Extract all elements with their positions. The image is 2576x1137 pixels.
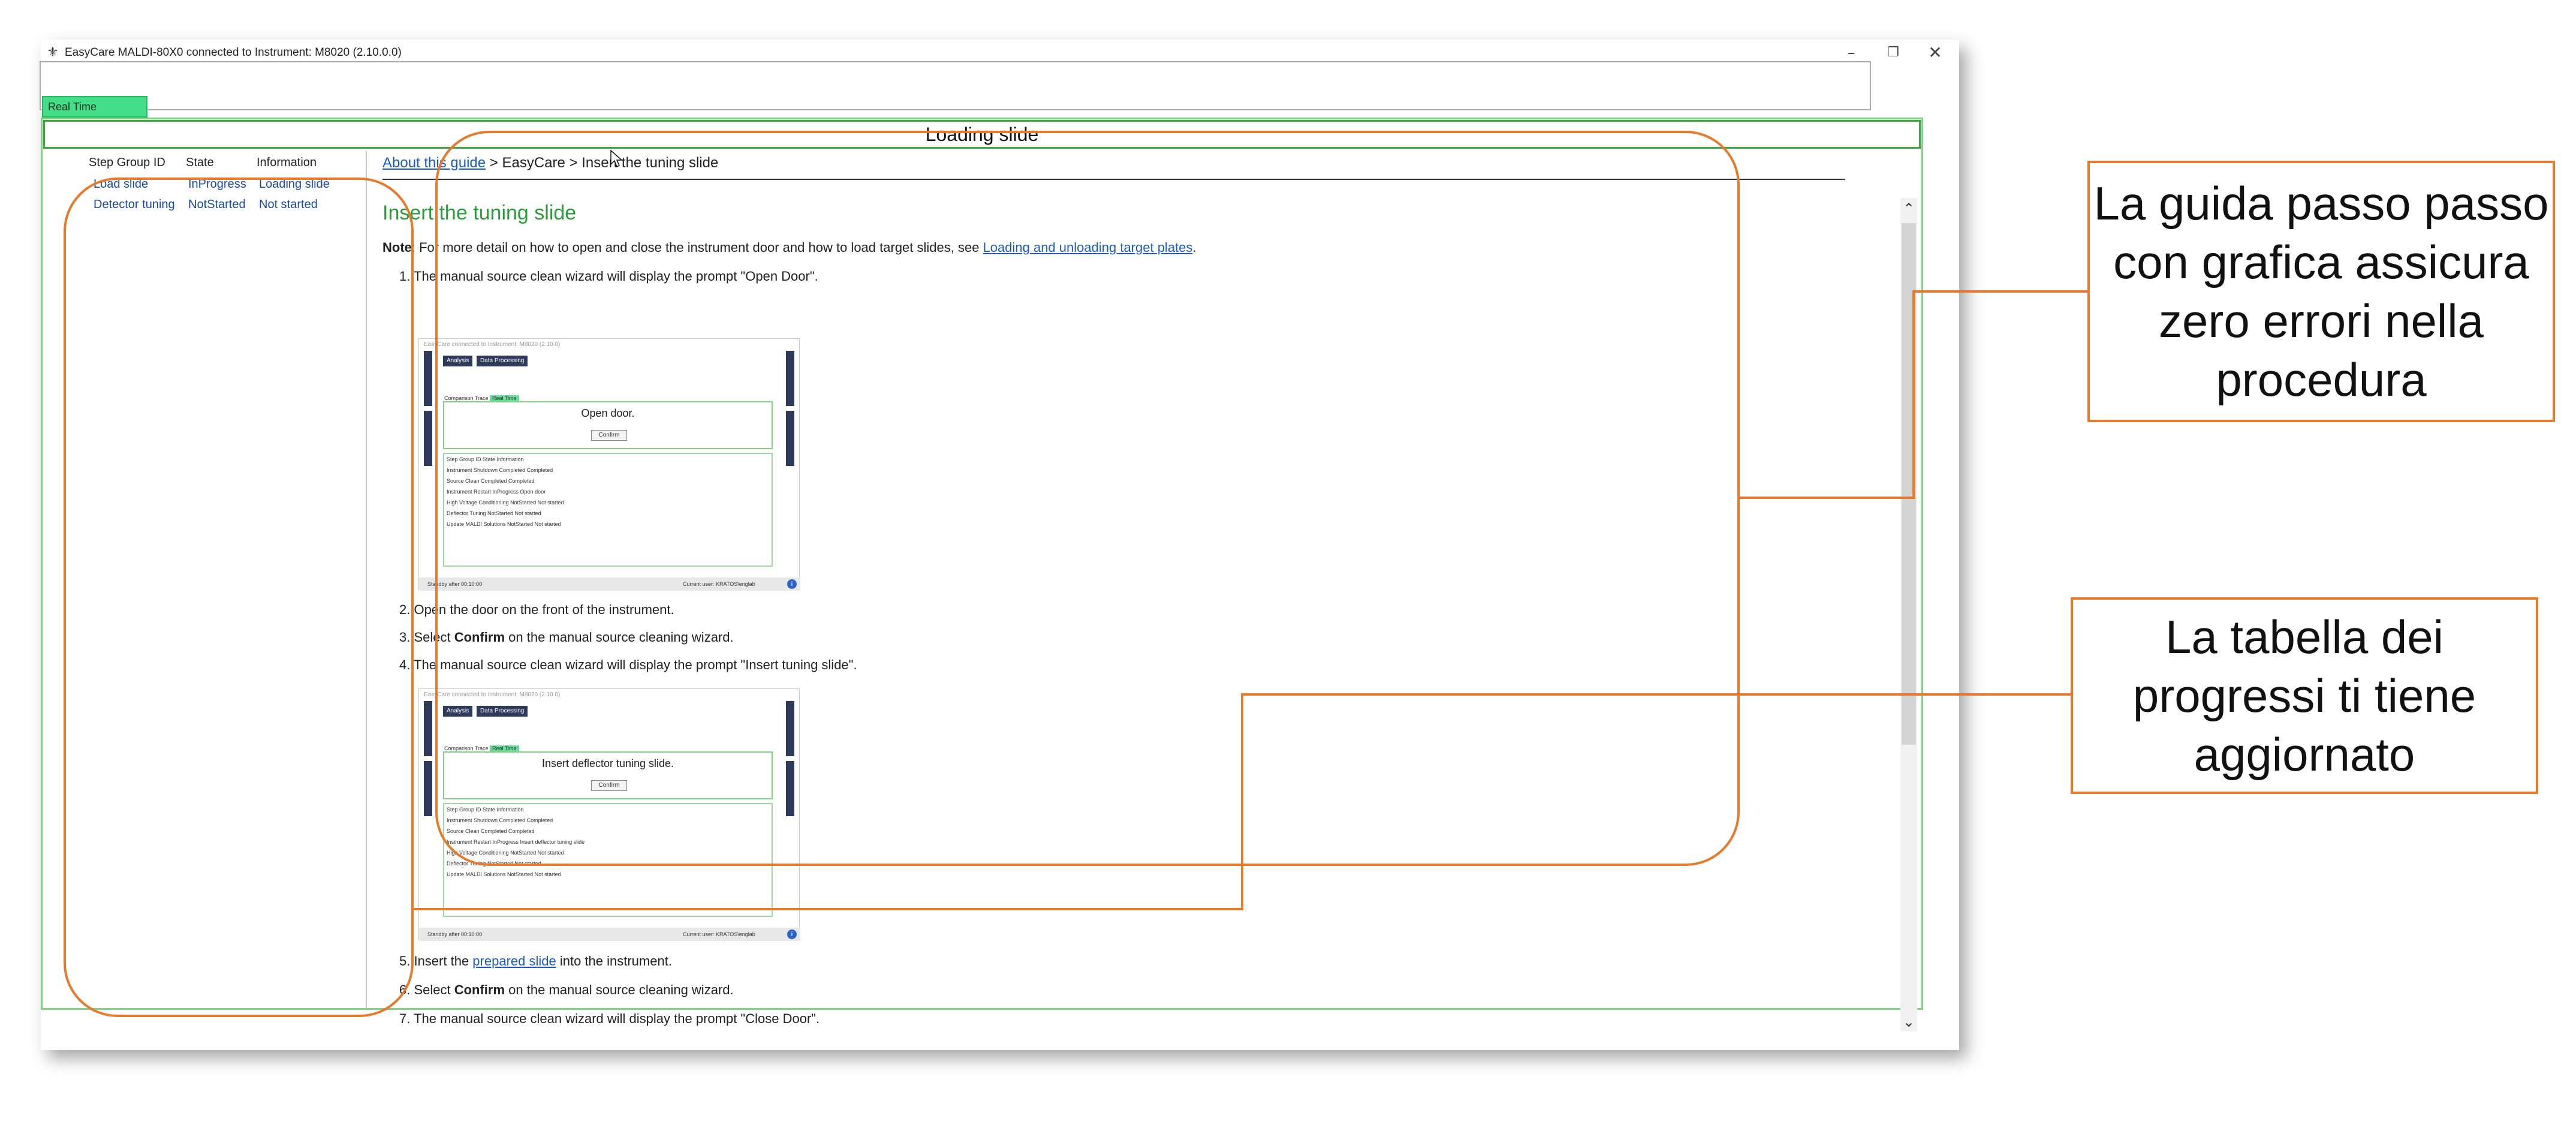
mini-current-user: Current user: KRATOS\englab: [683, 581, 755, 587]
mini-table-row: Instrument Shutdown Completed Completed: [447, 467, 553, 473]
callout-progress-text: La tabella dei progressi ti tiene aggior…: [2132, 610, 2476, 781]
step-2: 2. Open the door on the front of the ins…: [399, 602, 674, 617]
callout-progress-table: La tabella dei progressi ti tiene aggior…: [2071, 597, 2538, 794]
mini-status-bar: Standby after 00:10:00 Current user: KRA…: [419, 577, 800, 591]
mini-progress-table: Step Group ID State Information Instrume…: [443, 453, 773, 567]
table-row-info: Not started: [259, 198, 318, 211]
title-bar: ⚜ EasyCare MALDI-80X0 connected to Instr…: [41, 40, 1959, 66]
callout-guide-text: La guida passo passo con grafica assicur…: [2093, 177, 2549, 406]
column-header-state: State: [186, 156, 214, 169]
prepared-slide-link[interactable]: prepared slide: [472, 953, 556, 968]
scrollbar-thumb[interactable]: [1902, 223, 1916, 745]
step-5-text-end: into the instrument.: [556, 953, 672, 968]
highlight-progress-table: [64, 178, 414, 1017]
note-label: Note: [382, 240, 412, 255]
mini-current-user: Current user: KRATOS\englab: [683, 931, 755, 937]
note-paragraph: Note: For more detail on how to open and…: [382, 240, 1197, 255]
mini-standby-text: Standby after 00:10:00: [427, 931, 483, 937]
column-header-step-group-id: Step Group ID: [89, 156, 165, 169]
note-text: : For more detail on how to open and clo…: [411, 240, 983, 255]
mini-side-tab: [424, 411, 432, 466]
mini-side-tab: [424, 761, 432, 816]
mini-table-row: Deflector Tuning NotStarted Not started: [447, 510, 541, 516]
mini-tabs: Comparison Trace Real Time: [444, 395, 519, 401]
step-header-bar: Loading slide: [43, 120, 1921, 149]
note-link-loading-plates[interactable]: Loading and unloading target plates: [983, 240, 1193, 255]
mini-window-title: EasyCare connected to Instrument: M8020 …: [424, 341, 561, 348]
app-logo-icon: ⚜: [47, 45, 59, 60]
mini-side-tab: [786, 351, 794, 406]
minimize-button[interactable]: –: [1847, 44, 1855, 62]
toolbar-area: [40, 61, 1871, 110]
step-7: 7. The manual source clean wizard will d…: [399, 1011, 820, 1026]
mini-table-row: Source Clean Completed Completed: [447, 478, 535, 484]
mini-prompt-box: Open door. Confirm: [443, 401, 773, 449]
info-icon: i: [787, 579, 797, 589]
mini-confirm-button: Confirm: [591, 430, 627, 441]
mini-table-row: High Voltage Conditioning NotStarted Not…: [447, 500, 564, 506]
close-button[interactable]: ✕: [1928, 43, 1942, 62]
column-header-information: Information: [257, 156, 317, 169]
step-3-confirm: Confirm: [454, 630, 505, 645]
breadcrumb-path: > EasyCare > Insert the tuning slide: [486, 155, 719, 171]
table-row-state: NotStarted: [188, 198, 246, 211]
scroll-up-icon[interactable]: ⌃: [1902, 200, 1915, 217]
step-4: 4. The manual source clean wizard will d…: [399, 657, 857, 672]
mini-standby-text: Standby after 00:10:00: [427, 581, 483, 587]
divider: [382, 179, 1845, 180]
mini-table-header: Step Group ID State Information: [447, 456, 524, 462]
mini-side-tab: [786, 411, 794, 466]
mini-tab-real-time: Real Time: [490, 395, 519, 401]
mini-analysis-button: Analysis: [443, 356, 473, 366]
screenshot-open-door: EasyCare connected to Instrument: M8020 …: [418, 338, 800, 591]
step-1: 1. The manual source clean wizard will d…: [399, 269, 818, 284]
note-end: .: [1192, 240, 1197, 255]
step-5: 5. Insert the prepared slide into the in…: [399, 953, 672, 969]
step-6-text-end: on the manual source cleaning wizard.: [505, 982, 734, 997]
table-row-state: InProgress: [188, 178, 246, 191]
maximize-button[interactable]: ❐: [1887, 45, 1899, 60]
mini-side-tab: [424, 351, 432, 406]
mini-table-row: Update MALDI Solutions NotStarted Not st…: [447, 521, 561, 527]
step-6-confirm: Confirm: [454, 982, 505, 997]
mini-tabs-prefix: Comparison Trace: [444, 395, 490, 401]
scroll-down-icon[interactable]: ⌄: [1902, 1013, 1915, 1030]
callout-guide: La guida passo passo con grafica assicur…: [2087, 161, 2555, 422]
table-row-info: Loading slide: [259, 178, 330, 191]
info-icon: i: [787, 930, 797, 939]
section-title: Insert the tuning slide: [382, 201, 577, 224]
tab-real-time[interactable]: Real Time: [42, 96, 147, 118]
mini-side-tab: [424, 701, 432, 756]
mini-prompt: Open door.: [581, 407, 635, 419]
step-3: 3. Select Confirm on the manual source c…: [399, 630, 734, 645]
window-title: EasyCare MALDI-80X0 connected to Instrum…: [65, 46, 402, 59]
mini-table-row: Update MALDI Solutions NotStarted Not st…: [447, 871, 561, 877]
step-3-text-end: on the manual source cleaning wizard.: [505, 630, 734, 645]
mini-data-processing-button: Data Processing: [477, 356, 528, 366]
step-6: 6. Select Confirm on the manual source c…: [399, 982, 734, 998]
step-title: Loading slide: [925, 124, 1039, 145]
highlight-guide: [435, 131, 1740, 866]
mouse-pointer-icon: [610, 150, 623, 168]
step-3-text: 3. Select: [399, 630, 454, 645]
mini-table-row: Instrument Restart InProgress Open door: [447, 489, 546, 495]
mini-status-bar: Standby after 00:10:00 Current user: KRA…: [419, 928, 800, 941]
